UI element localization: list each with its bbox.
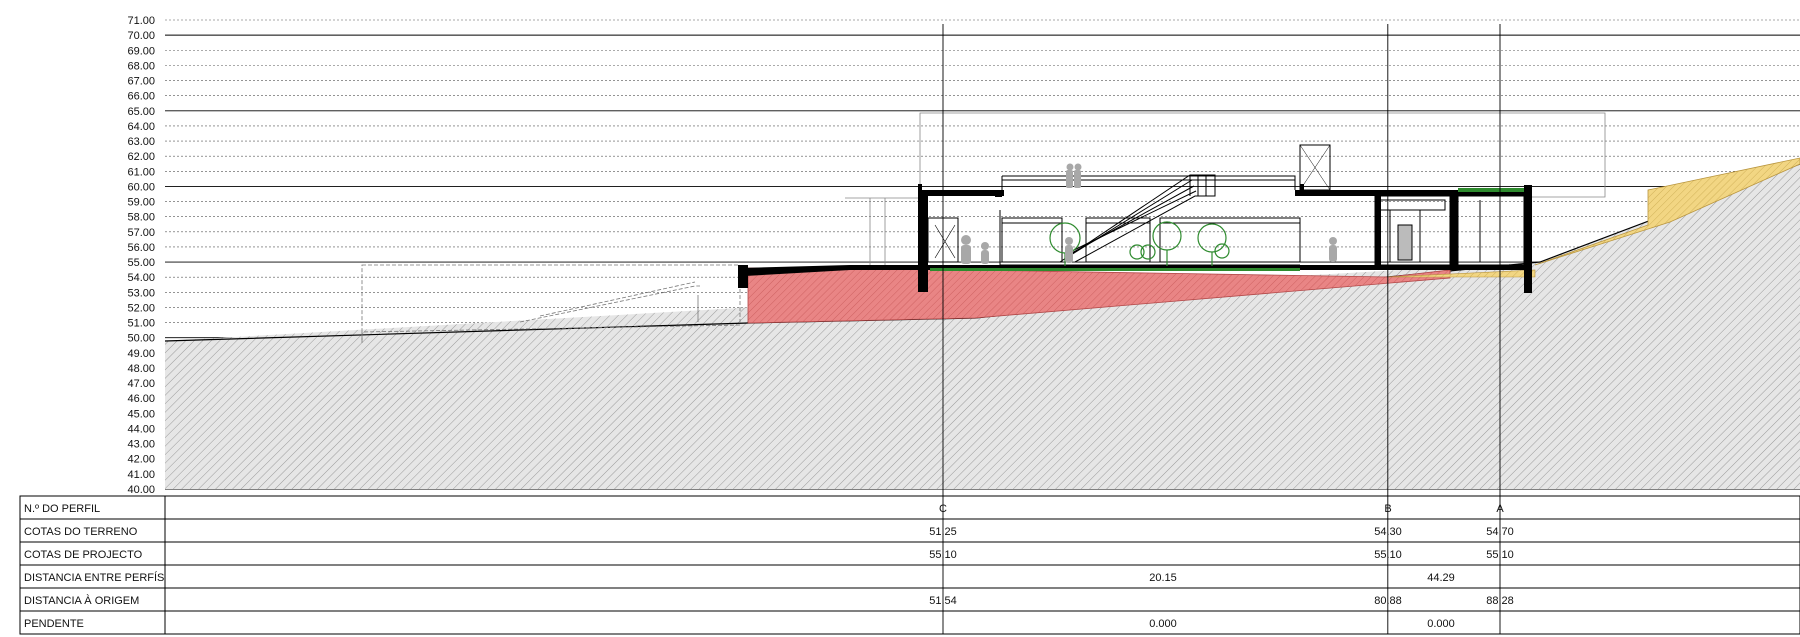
ground-hatch xyxy=(165,164,1800,489)
elevation-labels: 71.00 70.00 69.00 68.00 67.00 66.00 65.00 64.00… xyxy=(127,15,155,496)
row-label-slope: PENDENTE xyxy=(24,618,84,630)
profile-a-project: 55.10 xyxy=(1486,549,1514,561)
elevation-label: 41.00 xyxy=(127,469,155,481)
elevation-label: 71.00 xyxy=(127,15,155,27)
elevation-label: 43.00 xyxy=(127,439,155,451)
elevation-label: 68.00 xyxy=(127,60,155,72)
profile-b-project: 55.10 xyxy=(1374,549,1402,561)
profile-lines xyxy=(940,24,1503,634)
profile-c-terrain: 51.25 xyxy=(929,526,957,538)
elevation-label: 59.00 xyxy=(127,197,155,209)
elevation-label: 49.00 xyxy=(127,348,155,360)
elevation-label: 46.00 xyxy=(127,393,155,405)
row-label-terrain-elevation: COTAS DO TERRENO xyxy=(24,526,138,538)
profile-b-origin: 80.88 xyxy=(1374,595,1402,607)
elevation-label: 48.00 xyxy=(127,363,155,375)
elevation-label: 65.00 xyxy=(127,106,155,118)
profile-a-terrain: 54.70 xyxy=(1486,526,1514,538)
elevation-label: 40.00 xyxy=(127,484,155,496)
elevation-label: 47.00 xyxy=(127,378,155,390)
elevation-label: 57.00 xyxy=(127,227,155,239)
profile-c-name: C xyxy=(939,503,947,515)
elevation-label: 67.00 xyxy=(127,76,155,88)
elevation-label: 58.00 xyxy=(127,212,155,224)
distance-b-a: 44.29 xyxy=(1427,572,1455,584)
distance-c-b: 20.15 xyxy=(1149,572,1177,584)
elevation-label: 51.00 xyxy=(127,318,155,330)
elevation-label: 53.00 xyxy=(127,287,155,299)
elevation-label: 42.00 xyxy=(127,454,155,466)
building-section xyxy=(738,112,1606,293)
profile-a-origin: 88.28 xyxy=(1486,595,1514,607)
embankment-area xyxy=(1387,269,1536,278)
profile-a-name: A xyxy=(1496,503,1504,515)
row-label-project-elevation: COTAS DE PROJECTO xyxy=(24,549,143,561)
profile-c-project: 55.10 xyxy=(929,549,957,561)
profile-b-terrain: 54.30 xyxy=(1374,526,1402,538)
slope-c-b: 0.000 xyxy=(1149,618,1177,630)
elevation-label: 52.00 xyxy=(127,302,155,314)
elevation-label: 55.00 xyxy=(127,257,155,269)
elevation-label: 54.00 xyxy=(127,272,155,284)
row-label-profile-no: N.º DO PERFIL xyxy=(24,503,100,515)
embankment-slope xyxy=(1534,157,1800,266)
elevation-label: 63.00 xyxy=(127,136,155,148)
elevation-label: 61.00 xyxy=(127,166,155,178)
slope-b-a: 0.000 xyxy=(1427,618,1455,630)
profile-data-table: N.º DO PERFIL COTAS DO TERRENO COTAS DE … xyxy=(19,495,1800,635)
elevation-label: 56.00 xyxy=(127,242,155,254)
elevation-label: 70.00 xyxy=(127,30,155,42)
elevation-label: 66.00 xyxy=(127,91,155,103)
elevation-label: 64.00 xyxy=(127,121,155,133)
elevation-label: 62.00 xyxy=(127,151,155,163)
row-label-distance-between: DISTANCIA ENTRE PERFÍS xyxy=(24,571,164,584)
elevation-label: 50.00 xyxy=(127,333,155,345)
profile-c-origin: 51.54 xyxy=(929,595,957,607)
elevation-label: 44.00 xyxy=(127,423,155,435)
profile-b-name: B xyxy=(1384,503,1391,515)
elevation-label: 45.00 xyxy=(127,408,155,420)
row-label-distance-origin: DISTANCIA À ORIGEM xyxy=(24,594,139,607)
elevation-label: 69.00 xyxy=(127,45,155,57)
elevation-label: 60.00 xyxy=(127,181,155,193)
